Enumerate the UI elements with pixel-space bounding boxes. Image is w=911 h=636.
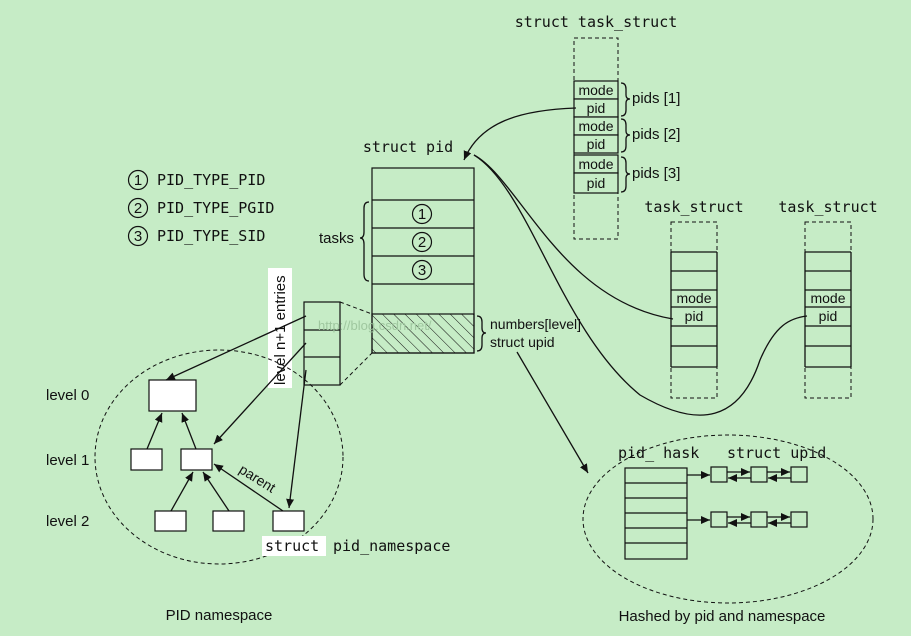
entry-arrow	[286, 369, 307, 509]
task-to-pid-curve	[463, 107, 577, 161]
pids-brace	[620, 156, 631, 193]
struct-label-bg	[262, 536, 326, 556]
pid-cell	[573, 172, 619, 194]
struct-prefix-label: struct	[265, 537, 319, 555]
struct-pid-title: struct pid	[363, 138, 453, 156]
task-struct-mid-title: task_struct	[644, 198, 743, 216]
namespace-node-level0	[148, 379, 197, 412]
entry-arrow	[213, 342, 307, 445]
zoom-line	[339, 352, 373, 386]
pid-namespace-label: pid_namespace	[333, 537, 450, 555]
mode-label: mode	[578, 118, 613, 134]
numbers-brace	[476, 315, 487, 352]
upid-to-hash-arrow	[516, 351, 589, 474]
legend-number: 1	[134, 172, 142, 189]
pid-label: pid	[685, 308, 704, 324]
legend-number-circle	[127, 169, 149, 191]
entry-arrow	[165, 315, 307, 381]
hash-title: pid_ hask	[618, 444, 699, 462]
parent-arrow	[202, 471, 230, 512]
legend: 1 PID_TYPE_PID 2 PID_TYPE_PGID 3 PID_TYP…	[127, 169, 274, 247]
upid-node	[750, 511, 768, 528]
task-struct-top: struct task_struct mode pid mode pid mod…	[515, 13, 680, 240]
task-struct-top-outline	[573, 37, 619, 240]
level-entries-box	[303, 301, 341, 386]
task-struct-right-title: task_struct	[778, 198, 877, 216]
hash-caption: Hashed by pid and namespace	[619, 608, 826, 625]
pid-namespace: level 0 level 1 level 2 parent struct pi…	[46, 349, 450, 624]
namespace-ellipse	[94, 349, 344, 565]
namespace-node-level2	[154, 510, 187, 532]
numbers-label: numbers[level]	[490, 316, 581, 332]
slot-circle	[411, 231, 433, 253]
legend-number: 3	[134, 228, 142, 245]
struct-pid: struct pid 1 2 3 tasks numbers[level] st…	[319, 138, 581, 354]
hash-ellipse	[582, 434, 874, 604]
pid-to-task-right-curve	[473, 154, 808, 416]
legend-label: PID_TYPE_PGID	[157, 199, 274, 217]
slot-number: 3	[418, 262, 426, 279]
pid-label: pid	[587, 175, 606, 191]
pid-cell	[573, 134, 619, 154]
legend-label: PID_TYPE_SID	[157, 227, 265, 245]
upid-node	[750, 466, 768, 483]
legend-number-circle	[127, 197, 149, 219]
watermark-text: http://blog.csdn.net/	[318, 318, 432, 333]
level-label: level 2	[46, 513, 89, 530]
slot-circle	[411, 203, 433, 225]
namespace-node-level1	[180, 448, 213, 471]
legend-item: 1 PID_TYPE_PID	[127, 169, 265, 191]
zoom-line	[339, 301, 373, 315]
legend-item: 2 PID_TYPE_PGID	[127, 197, 274, 219]
parent-arrow	[170, 471, 194, 512]
level-label: level 1	[46, 452, 89, 469]
parent-arrow	[213, 463, 284, 512]
upid-node	[790, 466, 808, 483]
parent-arrow	[181, 412, 197, 450]
parent-arrow	[146, 412, 163, 450]
task-struct-top-title: struct task_struct	[515, 13, 678, 31]
tasks-label: tasks	[319, 230, 354, 247]
slot-circle	[411, 259, 433, 281]
upid-label: struct upid	[490, 334, 555, 350]
pid-label: pid	[587, 136, 606, 152]
parent-label: parent	[236, 461, 278, 496]
numbers-hatched-area	[371, 313, 475, 354]
pid-to-task-mid-curve	[473, 154, 674, 320]
pid-label: pid	[819, 308, 838, 324]
level-label: level 0	[46, 387, 89, 404]
level-entries-label: level n+1 entries	[272, 275, 289, 385]
pid-hash: pid_ hask struct upid Hashed by pid and …	[582, 434, 874, 625]
mode-label: mode	[676, 290, 711, 306]
mode-label: mode	[578, 156, 613, 172]
pid-label: pid	[587, 100, 606, 116]
pids-label: pids [2]	[632, 126, 680, 143]
mode-label: mode	[578, 82, 613, 98]
mode-label: mode	[810, 290, 845, 306]
slot-number: 1	[418, 206, 426, 223]
pids-brace	[620, 118, 631, 153]
namespace-node-level2	[212, 510, 245, 532]
slot-number: 2	[418, 234, 426, 251]
legend-item: 3 PID_TYPE_SID	[127, 225, 265, 247]
upid-node	[790, 511, 808, 528]
namespace-caption: PID namespace	[166, 607, 273, 624]
namespace-node-level2	[272, 510, 305, 532]
pids-label: pids [1]	[632, 90, 680, 107]
legend-number-circle	[127, 225, 149, 247]
tasks-brace	[359, 201, 370, 282]
pids-label: pids [3]	[632, 165, 680, 182]
pids-brace	[620, 82, 631, 117]
task-struct-right: task_struct mode pid	[778, 198, 878, 399]
upid-node	[710, 466, 728, 483]
namespace-node-level1	[130, 448, 163, 471]
task-struct-mid: task_struct mode pid	[644, 198, 744, 399]
legend-label: PID_TYPE_PID	[157, 171, 265, 189]
upid-node	[710, 511, 728, 528]
upid-title: struct upid	[727, 444, 826, 462]
legend-number: 2	[134, 200, 142, 217]
